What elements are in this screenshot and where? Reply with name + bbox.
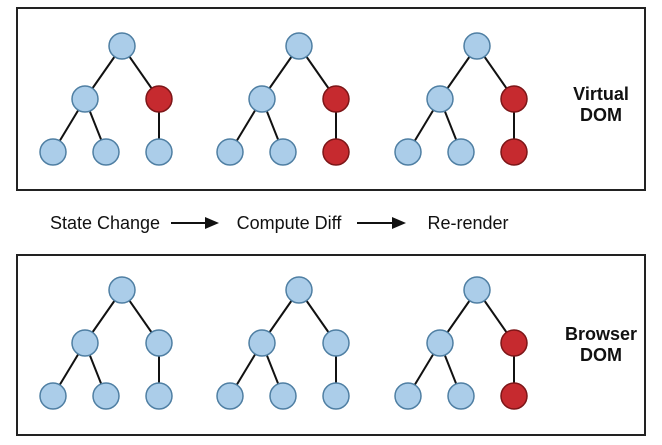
tree-node (322, 382, 350, 410)
changed-tree-node (500, 382, 528, 410)
tree-node (216, 382, 244, 410)
virtual-dom-trees (39, 32, 528, 166)
virtual-dom-tree (216, 32, 350, 166)
tree-node (426, 85, 454, 113)
tree-node (269, 382, 297, 410)
tree-node (269, 138, 297, 166)
browser-dom-tree (216, 276, 350, 410)
browser-dom-label-line1: Browser (565, 324, 637, 344)
tree-node (145, 382, 173, 410)
tree-node (447, 138, 475, 166)
tree-node (92, 382, 120, 410)
browser-dom-panel (16, 254, 646, 436)
step-state-change: State Change (50, 213, 160, 233)
tree-node (426, 329, 454, 357)
virtual-dom-label-line1: Virtual (573, 84, 629, 104)
tree-node (71, 85, 99, 113)
tree-node (447, 382, 475, 410)
tree-node (216, 138, 244, 166)
browser-dom-tree (39, 276, 173, 410)
changed-tree-node (322, 138, 350, 166)
step-re-render: Re-render (427, 213, 508, 233)
tree-node (145, 138, 173, 166)
tree-node (108, 276, 136, 304)
tree-node (71, 329, 99, 357)
tree-node (108, 32, 136, 60)
virtual-dom-tree (394, 32, 528, 166)
tree-node (285, 276, 313, 304)
virtual-dom-label-line2: DOM (580, 105, 622, 125)
tree-node (39, 382, 67, 410)
step-compute-diff: Compute Diff (237, 213, 343, 233)
tree-node (285, 32, 313, 60)
changed-tree-node (500, 85, 528, 113)
tree-node (248, 329, 276, 357)
arrow-right-icon (171, 217, 219, 229)
tree-node (394, 138, 422, 166)
tree-node (92, 138, 120, 166)
browser-dom-tree (394, 276, 528, 410)
changed-tree-node (322, 85, 350, 113)
virtual-dom-tree (39, 32, 173, 166)
changed-tree-node (145, 85, 173, 113)
arrow-right-icon (357, 217, 406, 229)
changed-tree-node (500, 329, 528, 357)
tree-node (463, 276, 491, 304)
tree-node (322, 329, 350, 357)
browser-dom-trees (39, 276, 528, 410)
tree-node (463, 32, 491, 60)
changed-tree-node (500, 138, 528, 166)
browser-dom-label-line2: DOM (580, 345, 622, 365)
tree-node (394, 382, 422, 410)
tree-node (39, 138, 67, 166)
virtual-dom-panel (16, 7, 646, 191)
tree-node (248, 85, 276, 113)
tree-node (145, 329, 173, 357)
